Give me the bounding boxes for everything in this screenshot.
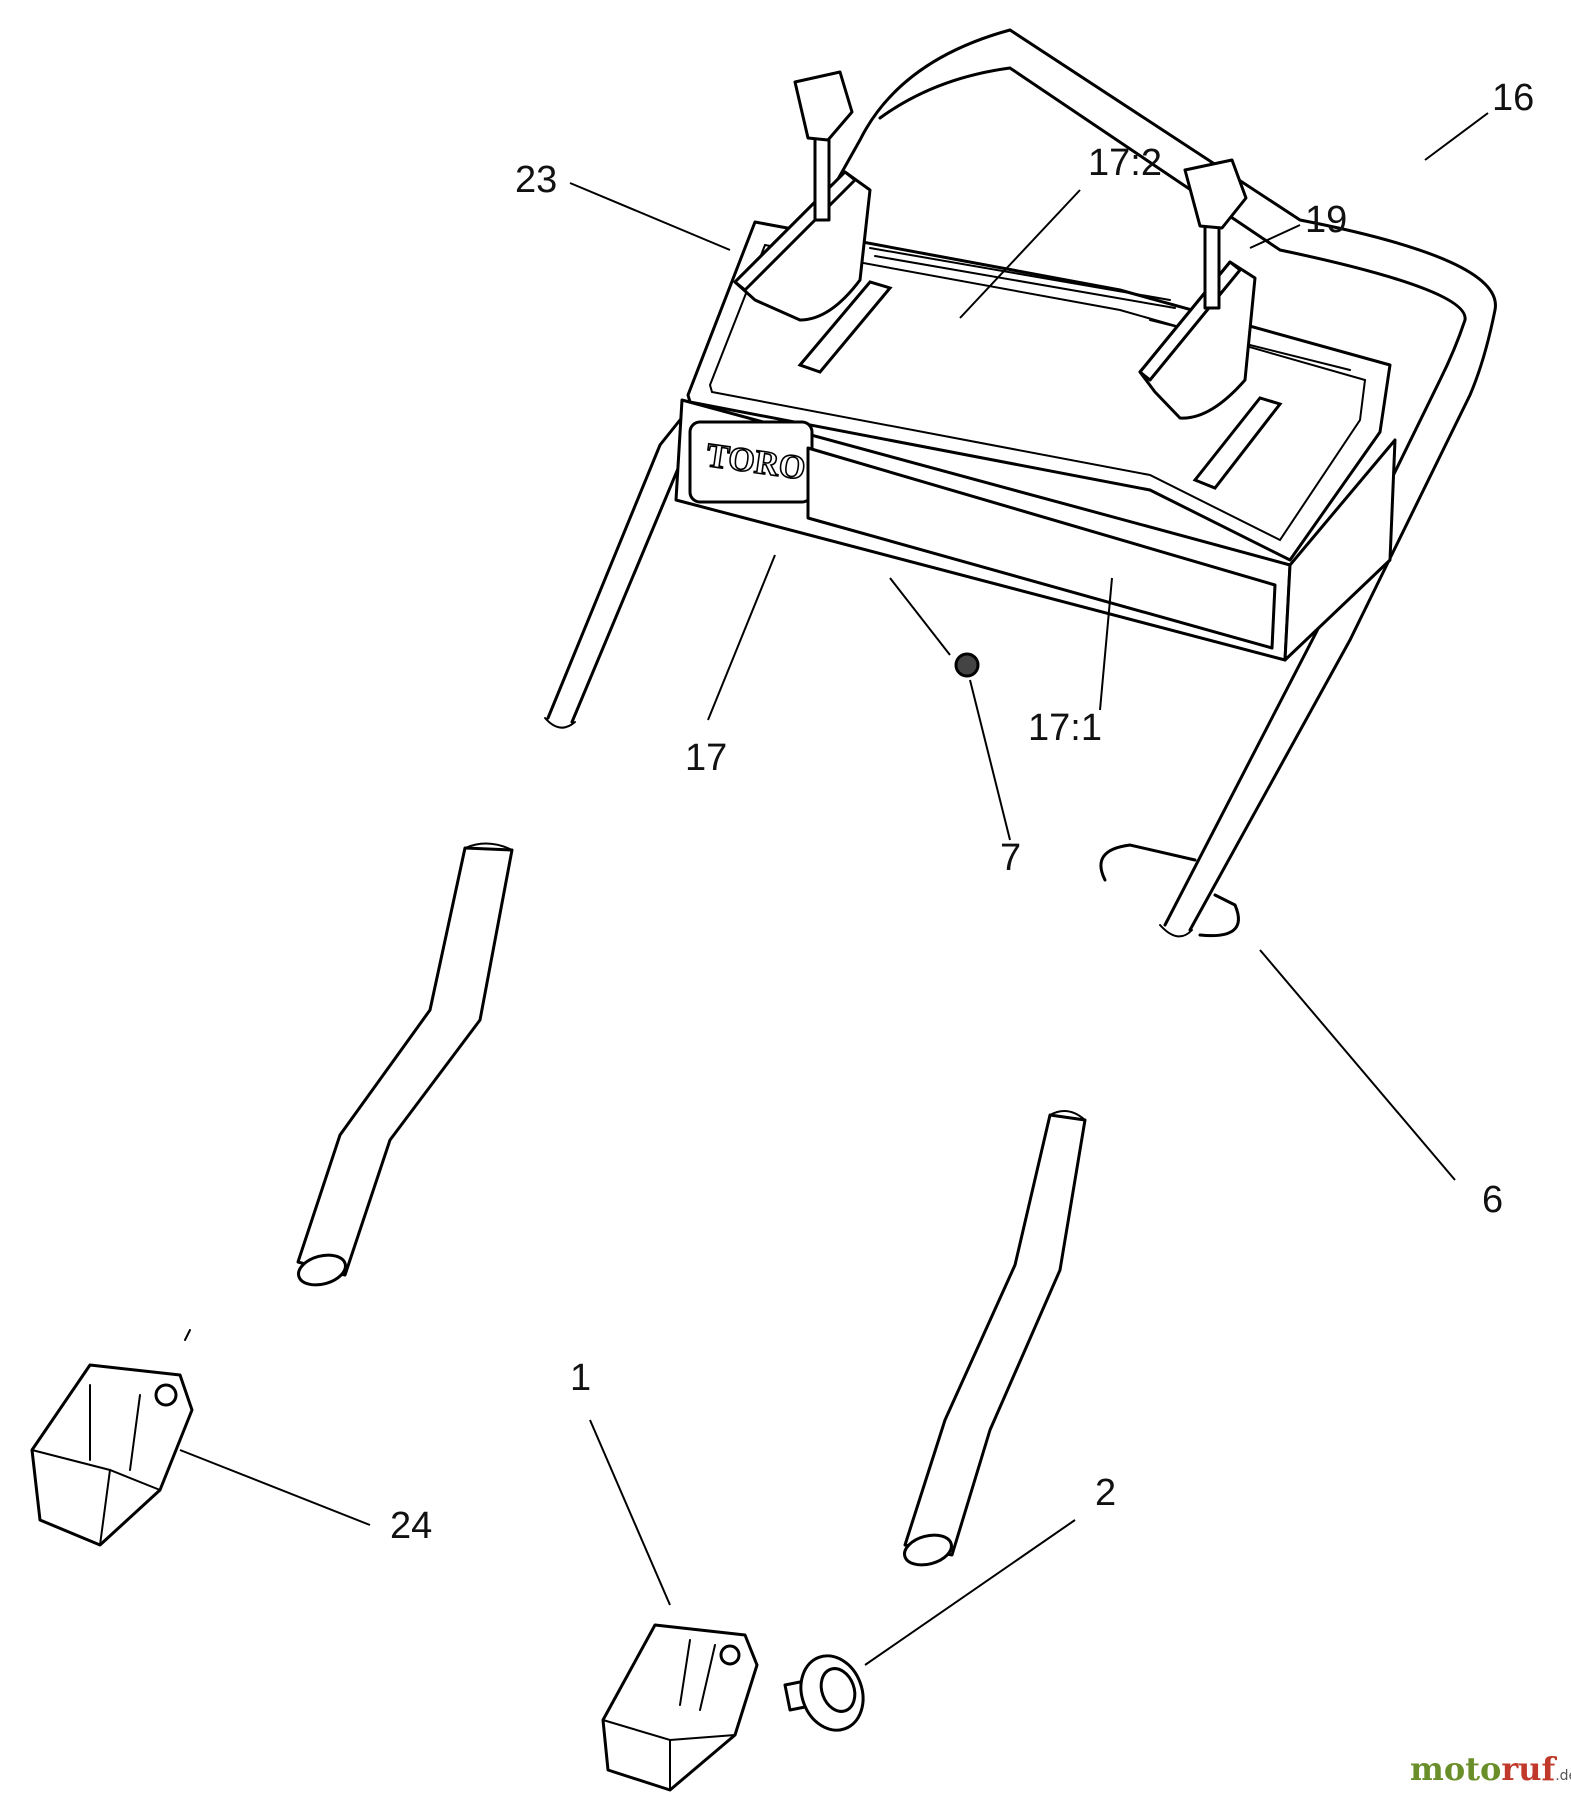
callout-17-2: 17:2 xyxy=(1088,142,1162,184)
callout-24: 24 xyxy=(390,1505,432,1547)
watermark: motoruf.de xyxy=(1410,1750,1571,1788)
callout-7: 7 xyxy=(1000,837,1021,879)
lower-tube-right xyxy=(903,1110,1087,1567)
knob-2 xyxy=(783,1654,865,1732)
lever-23 xyxy=(733,70,872,322)
callout-17-1: 17:1 xyxy=(1028,707,1102,749)
callout-23: 23 xyxy=(515,159,557,201)
leader-23 xyxy=(569,182,731,251)
leader-19 xyxy=(1249,224,1301,249)
toro-logo-text: TORO xyxy=(704,437,808,487)
leader-17 xyxy=(707,554,776,721)
svg-text:motoruf.de: motoruf.de xyxy=(1410,1750,1571,1788)
upper-handle xyxy=(544,28,1497,938)
callout-17: 17 xyxy=(685,737,727,779)
watermark-suffix: .de xyxy=(1555,1768,1571,1784)
callout-16: 16 xyxy=(1492,77,1534,119)
leader-6 xyxy=(1259,949,1456,1181)
leader-24 xyxy=(179,1449,371,1526)
watermark-ruf: ruf xyxy=(1501,1750,1557,1788)
bracket-1 xyxy=(601,1623,759,1792)
control-panel: TORO xyxy=(674,220,1397,662)
lever-19 xyxy=(1138,158,1257,420)
leader-17-1 xyxy=(1099,577,1113,711)
lower-tube-left xyxy=(296,842,514,1287)
bracket-24 xyxy=(30,1329,194,1547)
leader-1 xyxy=(589,1419,671,1606)
screw-7 xyxy=(954,652,980,678)
callout-6: 6 xyxy=(1482,1179,1503,1221)
leader-17-2 xyxy=(959,189,1081,319)
callout-2: 2 xyxy=(1095,1472,1116,1514)
hairpin-6 xyxy=(1099,843,1240,938)
callout-1: 1 xyxy=(570,1357,591,1399)
leader-lines xyxy=(179,112,1489,1666)
callout-labels: 16 17:2 23 19 17 7 17:1 6 1 2 24 xyxy=(390,77,1534,1547)
leader-7-screw xyxy=(889,577,951,656)
leader-16 xyxy=(1424,112,1489,161)
callout-19: 19 xyxy=(1305,199,1347,241)
leader-2 xyxy=(864,1519,1076,1666)
watermark-moto: moto xyxy=(1410,1750,1501,1788)
leader-7 xyxy=(969,679,1011,841)
